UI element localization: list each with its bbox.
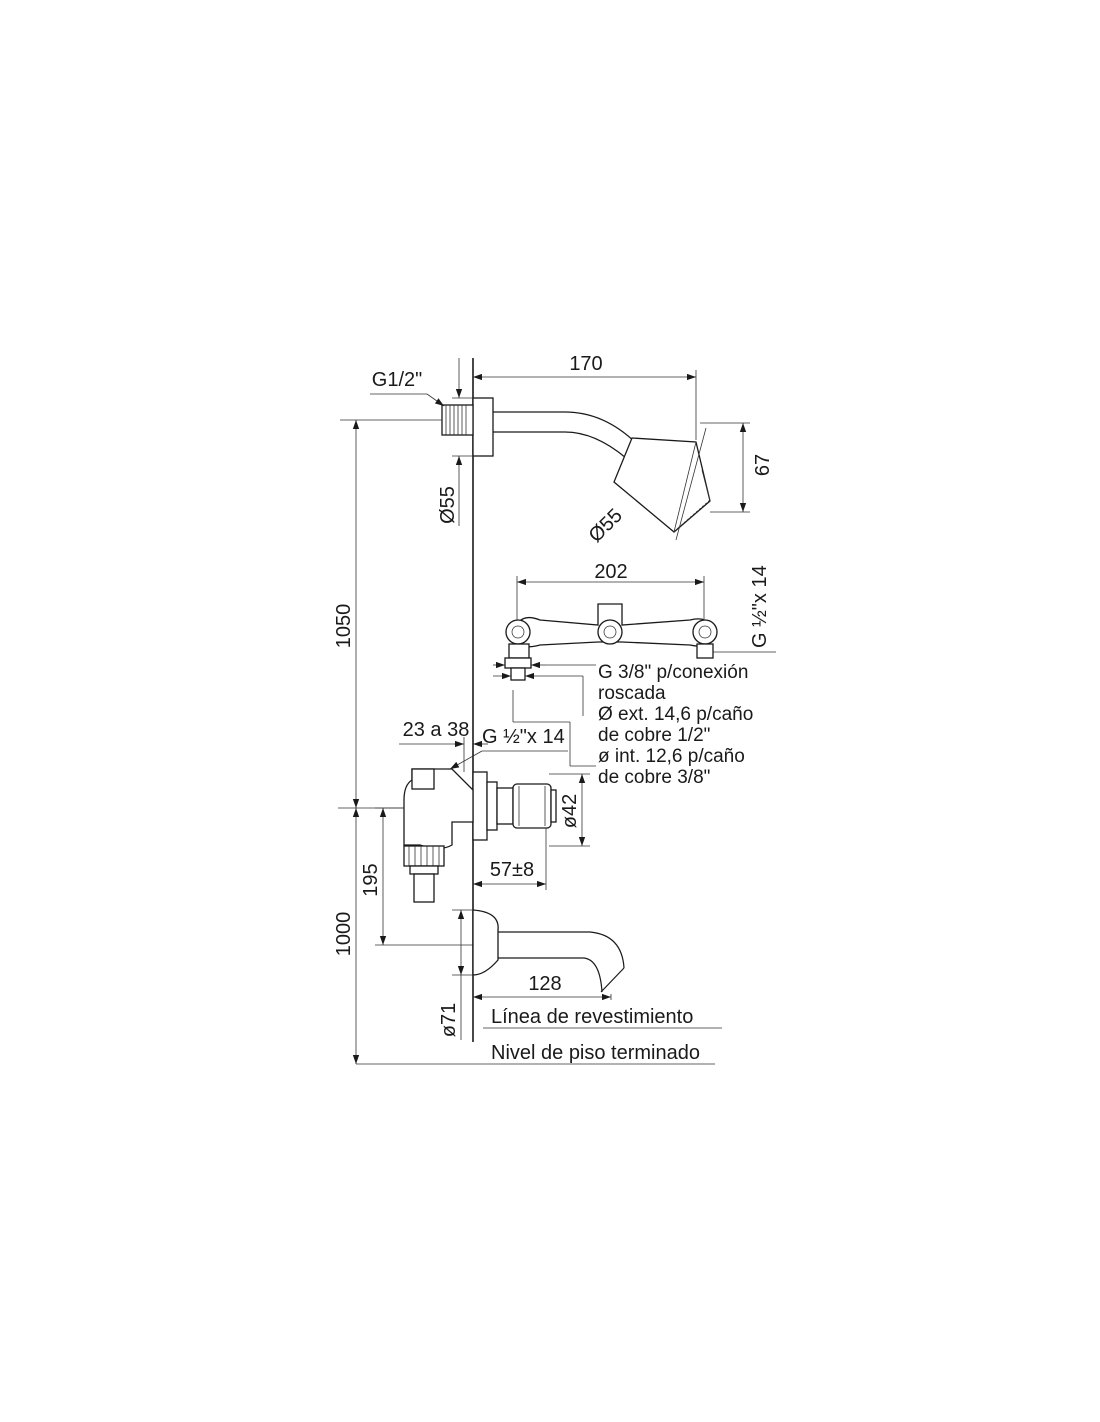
shower-flange	[472, 397, 494, 457]
dim-head-diameter: Ø55	[585, 505, 627, 547]
dim-arm-length: 170	[569, 353, 602, 375]
label-valve-thread: G ½"x 14	[749, 565, 771, 648]
dim-head-height: 67	[752, 454, 774, 476]
dim-wall-depth: 23 a 38	[403, 719, 470, 741]
dim-valve-spacing: 202	[594, 561, 627, 583]
dim-spout-length: 128	[528, 973, 561, 995]
spout	[472, 909, 625, 993]
valve-port-right	[692, 619, 718, 645]
dim-spout-height: 1000	[333, 912, 355, 957]
note-line-3: Ø ext. 14,6 p/caño	[598, 704, 753, 725]
shower-thread	[441, 404, 474, 436]
valve-port-left	[505, 619, 531, 645]
dim-handle-diameter: ø42	[559, 794, 581, 828]
note-line-4: de cobre 1/2"	[598, 725, 710, 746]
dim-handle-projection: 57±8	[490, 859, 534, 881]
note-line-6: de cobre 3/8"	[598, 767, 710, 788]
valve-body	[504, 603, 718, 681]
dim-spout-offset: 195	[360, 863, 382, 896]
dim-total-height: 1050	[333, 604, 355, 649]
valve-nut	[403, 845, 445, 867]
label-wall-line: Línea de revestimiento	[491, 1006, 693, 1028]
label-valve-outlet-thread: G ½"x 14	[482, 726, 565, 748]
note-line-5: ø int. 12,6 p/caño	[598, 746, 745, 767]
note-line-2: roscada	[598, 683, 666, 704]
valve-port-center	[597, 619, 623, 645]
mixer-valve	[403, 768, 557, 903]
dim-flange-diameter: Ø55	[437, 486, 459, 524]
shower-arm	[493, 411, 639, 459]
label-thread-inlet: G1/2"	[372, 369, 422, 391]
spout-flange	[472, 909, 499, 976]
shower-assembly	[441, 397, 711, 533]
label-floor-line: Nivel de piso terminado	[491, 1042, 700, 1064]
shower-head	[613, 437, 711, 533]
dim-spout-flange: ø71	[438, 1003, 460, 1037]
note-line-1: G 3/8" p/conexión	[598, 662, 748, 683]
valve-flange	[472, 771, 488, 841]
